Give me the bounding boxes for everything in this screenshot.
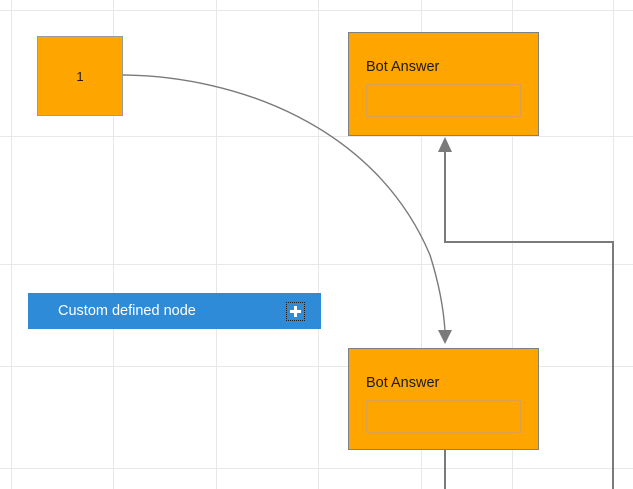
plus-icon[interactable]	[286, 301, 305, 321]
bot-answer-bottom-title: Bot Answer	[366, 375, 440, 391]
bot-answer-bottom-slot[interactable]	[366, 400, 521, 433]
bot-answer-node-bottom[interactable]: Bot Answer	[348, 348, 539, 450]
edge-arrow-down	[438, 330, 452, 344]
custom-defined-node[interactable]: Custom defined node	[28, 293, 321, 329]
edge-arrow-up	[438, 137, 452, 152]
custom-defined-node-label: Custom defined node	[58, 302, 196, 319]
bot-answer-top-title: Bot Answer	[366, 59, 440, 75]
bot-answer-top-slot[interactable]	[366, 84, 521, 117]
bot-answer-node-top[interactable]: Bot Answer	[348, 32, 539, 136]
start-node-label: 1	[76, 68, 84, 84]
start-node[interactable]: 1	[37, 36, 123, 116]
